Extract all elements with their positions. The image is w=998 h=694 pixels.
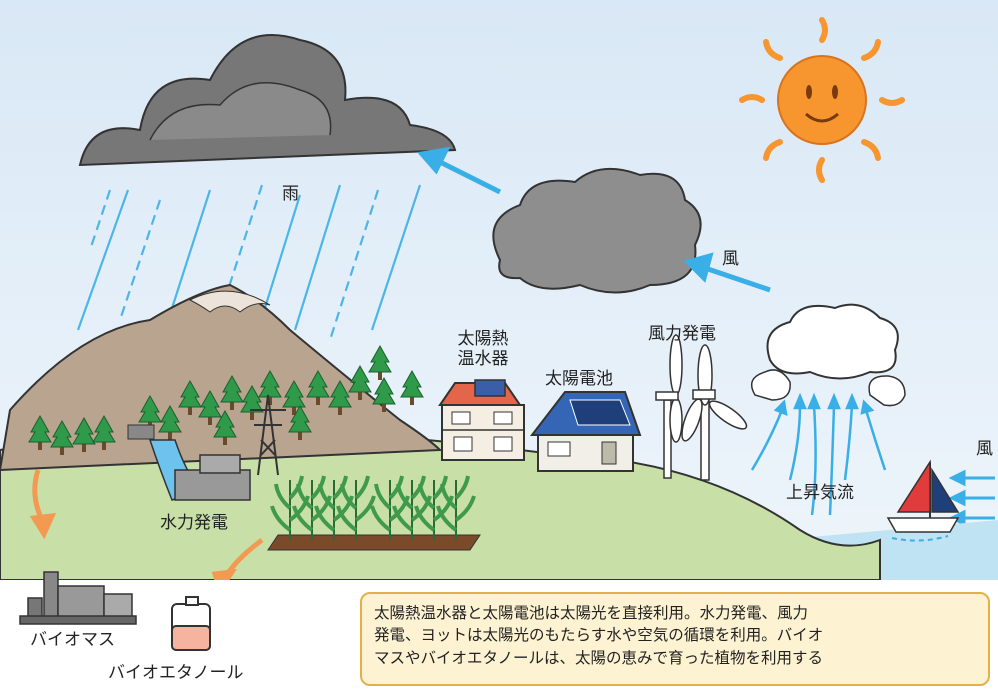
- power-pylon-icon: [250, 394, 286, 476]
- factory-icon: [19, 571, 137, 625]
- updraft-label: 上昇気流: [786, 483, 854, 503]
- explanation-note: 太陽熱温水器と太陽電池は太陽光を直接利用。水力発電、風力 発電、ヨットは太陽光の…: [360, 592, 990, 686]
- solar-water-heater-label: 太陽熱 温水器: [448, 329, 518, 369]
- wind-arrows: [417, 146, 771, 293]
- cloud-icon: [750, 303, 906, 407]
- bioethanol-label: バイオエタノール: [108, 663, 244, 683]
- wind-label-right: 風: [976, 439, 993, 459]
- corn-field-icon: [267, 474, 481, 551]
- house-icon: [529, 391, 642, 472]
- hydro-power-label: 水力発電: [160, 513, 228, 533]
- sun-icon: [739, 17, 905, 183]
- fuel-can-icon: [171, 596, 211, 651]
- wind-power-label: 風力発電: [648, 324, 716, 344]
- updraft-arrows: [750, 392, 887, 516]
- biomass-label: バイオマス: [30, 630, 115, 650]
- solar-water-heater-label-line2: 温水器: [457, 348, 509, 369]
- house-icon: [438, 379, 525, 461]
- rain-label: 雨: [282, 184, 299, 204]
- solar-water-heater-label-line1: 太陽熱: [457, 329, 509, 349]
- wind-label: 風: [722, 249, 739, 269]
- rain-cloud-icon: [78, 34, 457, 167]
- wind-turbine-icon: [655, 334, 748, 481]
- solar-cell-label: 太陽電池: [545, 369, 613, 389]
- cloud-icon: [492, 167, 702, 294]
- dam-icon: [127, 424, 251, 501]
- sailboat-icon: [886, 459, 960, 542]
